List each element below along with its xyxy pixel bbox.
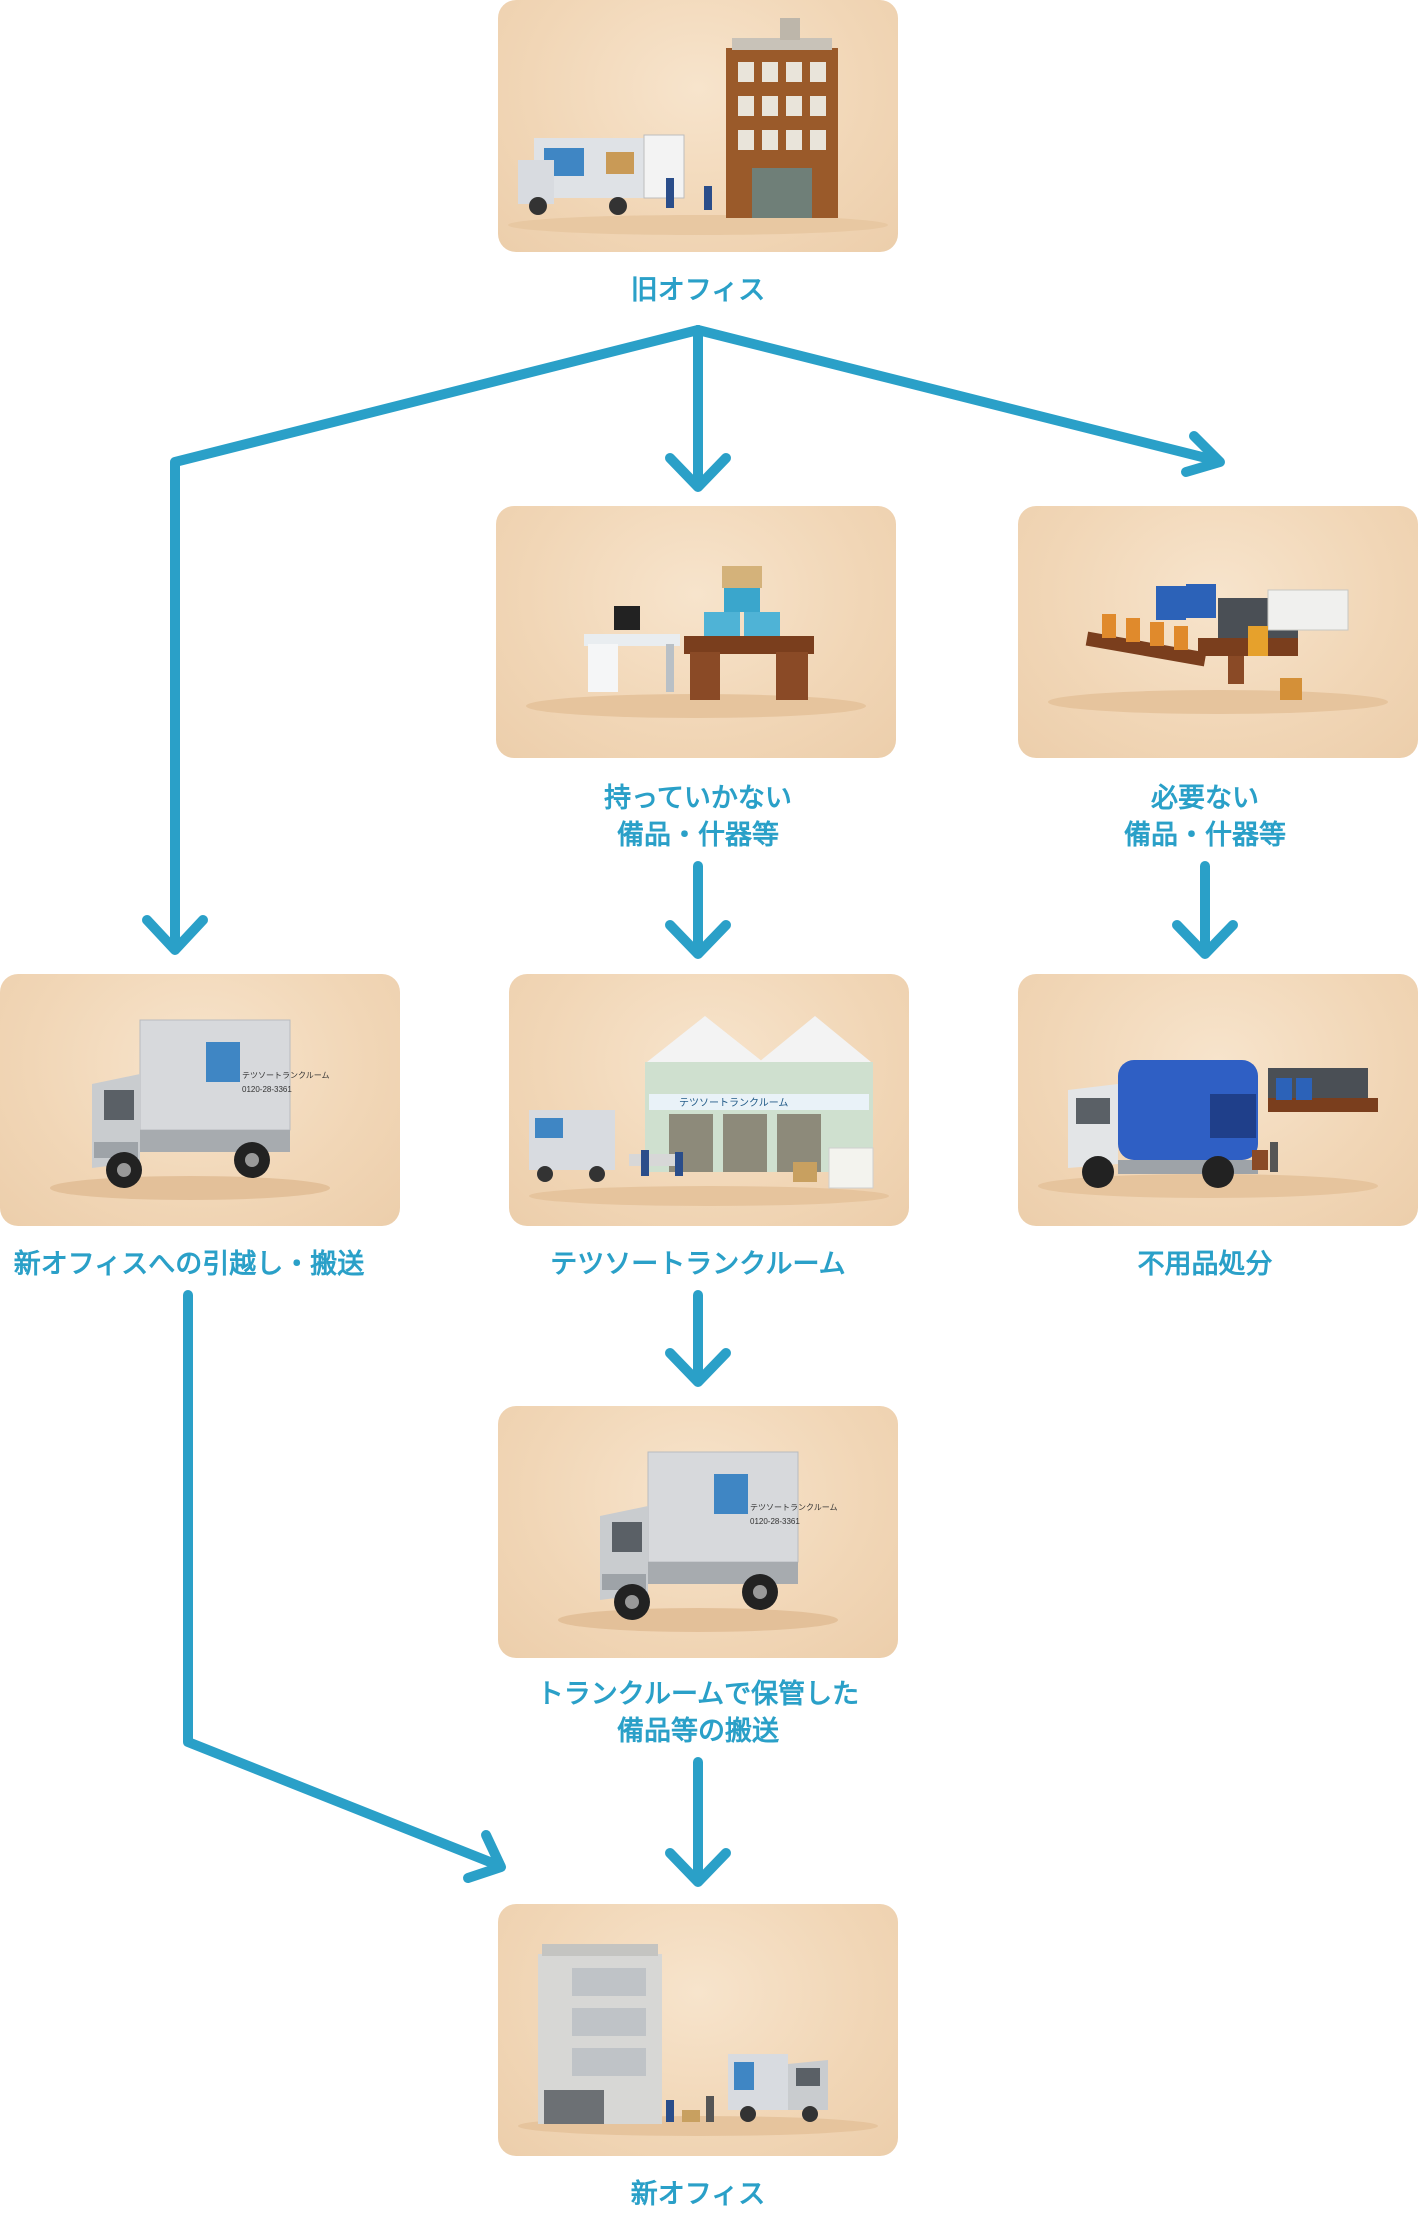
arrowhead-delivery — [665, 1348, 731, 1387]
arrowhead-new-office — [665, 1848, 731, 1887]
unneeded-items-label: 必要ない 備品・什器等 — [1124, 783, 1286, 851]
disposal-label: 不用品処分 — [1137, 1249, 1273, 1280]
disposal-image — [1018, 974, 1418, 1226]
new-office-move-image: テツソートランクルーム 0120-28-3361 — [0, 974, 400, 1226]
arrow-old-to-unneeded — [693, 325, 1223, 466]
old-office-image — [498, 0, 898, 252]
trunk-room-image: テツソートランクルーム — [509, 974, 909, 1226]
trunk-room-label: テツソートランクルーム — [550, 1249, 846, 1280]
arrowhead-trunk — [665, 920, 731, 959]
warehouse-sign-text: テツソートランクルーム — [679, 1097, 788, 1109]
arrowhead-not-taken — [665, 453, 731, 492]
truck-phone-text-2: 0120-28-3361 — [750, 1517, 800, 1526]
arrowhead-move-new-office — [463, 1830, 506, 1883]
arrow-move-to-new-office — [183, 1290, 505, 1871]
not-taken-items-image — [496, 506, 896, 758]
stored-delivery-label: トランクルームで保管した 備品等の搬送 — [536, 1679, 860, 1747]
not-taken-items-label: 持っていかない 備品・什器等 — [604, 783, 792, 851]
new-office-move-label: 新オフィスへの引越し・搬送 — [13, 1249, 365, 1280]
unneeded-items-image — [1018, 506, 1418, 758]
old-office-label: 旧オフィス — [630, 275, 766, 306]
new-office-image — [498, 1904, 898, 2156]
arrowhead-unneeded — [1181, 431, 1225, 477]
new-office-label: 新オフィス — [630, 2179, 766, 2210]
truck-company-text: テツソートランクルーム — [242, 1071, 330, 1080]
arrowhead-move — [142, 915, 208, 955]
stored-delivery-image: テツソートランクルーム 0120-28-3361 — [498, 1406, 898, 1658]
truck-company-text-2: テツソートランクルーム — [750, 1503, 838, 1512]
arrow-old-to-move — [170, 325, 703, 953]
truck-phone-text: 0120-28-3361 — [242, 1085, 292, 1094]
arrowhead-disposal — [1172, 920, 1238, 959]
